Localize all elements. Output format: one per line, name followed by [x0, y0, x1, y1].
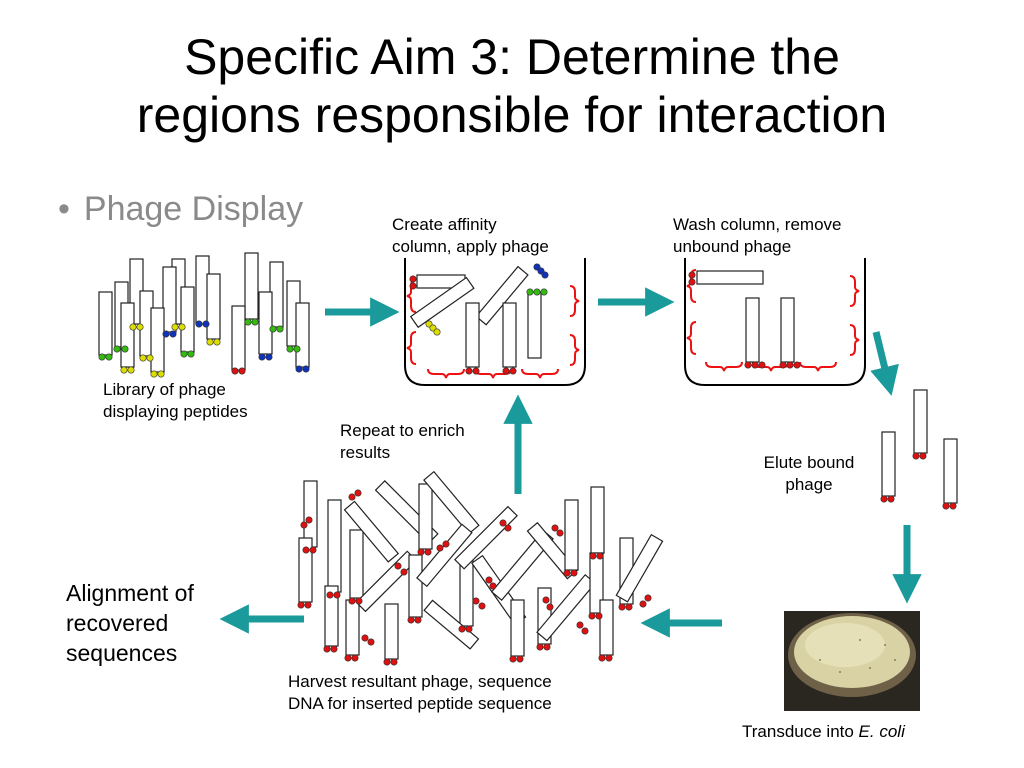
- phage: [98, 252, 310, 373]
- eluted-phage: [880, 389, 958, 510]
- flow-arrows: [219, 287, 922, 638]
- peptide-dots: [880, 452, 957, 510]
- label-transduce-organism: E. coli: [858, 722, 905, 741]
- label-harvest-line-2: DNA for inserted peptide sequence: [288, 694, 552, 713]
- label-harvest: Harvest resultant phage, sequence DNA fo…: [288, 671, 552, 715]
- label-affinity-column: Create affinity column, apply phage: [392, 214, 549, 258]
- label-alignment-line-2: recovered: [66, 610, 169, 636]
- title-line-1: Specific Aim 3: Determine the: [184, 29, 840, 85]
- label-elute: Elute bound phage: [745, 452, 873, 496]
- label-repeat-line-2: results: [340, 443, 391, 462]
- label-wash-line-2: unbound phage: [673, 237, 792, 256]
- title-line-2: regions responsible for interaction: [136, 87, 888, 143]
- label-harvest-line-1: Harvest resultant phage, sequence: [288, 672, 552, 691]
- label-alignment: Alignment of recovered sequences: [66, 578, 194, 668]
- arrow-wash-to-elute: [870, 331, 899, 396]
- label-elute-line-1: Elute bound: [763, 453, 855, 472]
- label-library-line-2: displaying peptides: [103, 402, 248, 421]
- label-alignment-line-1: Alignment of: [66, 580, 194, 606]
- bullet-dot: •: [58, 190, 70, 228]
- slide-title: Specific Aim 3: Determine the regions re…: [0, 28, 1024, 144]
- label-transduce-prefix: Transduce into: [742, 722, 859, 741]
- peptide-dots: [297, 489, 652, 666]
- label-repeat-line-1: Repeat to enrich: [340, 421, 465, 440]
- label-library-line-1: Library of phage: [103, 380, 226, 399]
- harvested-phage-pile: [297, 470, 664, 666]
- label-repeat: Repeat to enrich results: [340, 420, 465, 464]
- label-affinity-line-1: Create affinity: [392, 215, 497, 234]
- peptide-dots: [409, 263, 549, 375]
- label-library: Library of phage displaying peptides: [103, 379, 248, 423]
- column-outline: [404, 258, 586, 386]
- wash-column: [684, 258, 866, 386]
- affinity-column: [404, 258, 586, 386]
- petri-dish-image: [784, 611, 920, 711]
- label-alignment-line-3: sequences: [66, 640, 178, 666]
- phage-library: [98, 252, 310, 378]
- label-elute-line-2: phage: [785, 475, 833, 494]
- peptide-dots: [98, 318, 310, 378]
- label-wash-line-1: Wash column, remove: [673, 215, 842, 234]
- target-brackets: [686, 269, 860, 372]
- label-transduce: Transduce into E. coli: [742, 721, 905, 743]
- bullet-phage-display: • Phage Display: [58, 190, 303, 229]
- phage: [881, 389, 958, 504]
- label-affinity-line-2: column, apply phage: [392, 237, 549, 256]
- column-outline: [684, 258, 866, 386]
- label-wash-column: Wash column, remove unbound phage: [673, 214, 841, 258]
- phage: [409, 265, 542, 368]
- bullet-text: Phage Display: [83, 190, 304, 228]
- phage: [696, 270, 795, 363]
- peptide-dots: [688, 271, 801, 369]
